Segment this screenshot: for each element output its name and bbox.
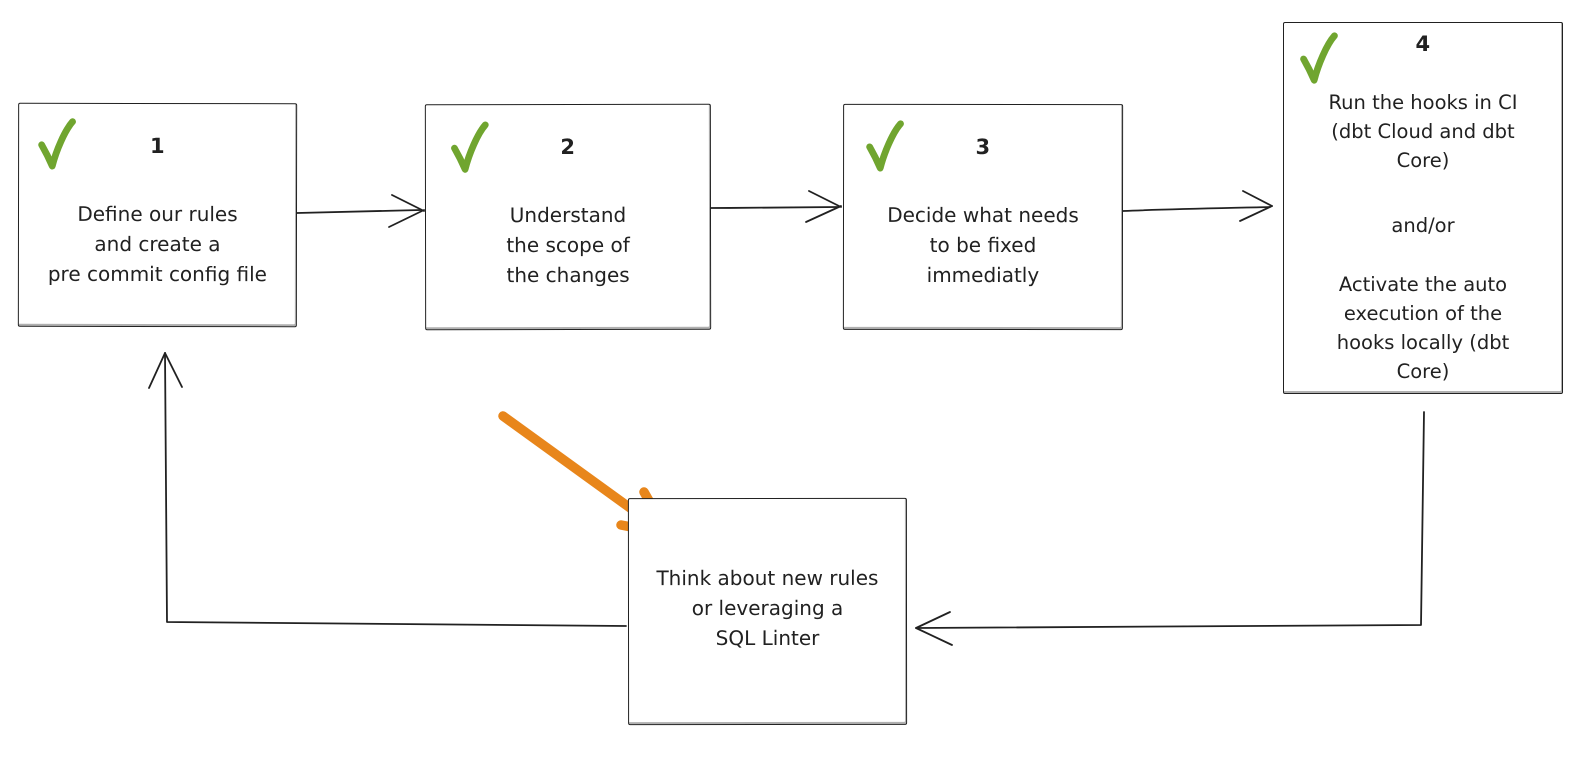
step-text-primary: Run the hooks in CI (dbt Cloud and dbt C… (1328, 91, 1518, 172)
step-number: 2 (560, 134, 576, 160)
arrow-step1-to-step2 (296, 194, 425, 228)
step-number: 3 (975, 134, 991, 160)
checkmark-icon (866, 120, 904, 172)
step-text-secondary: Activate the auto execution of the hooks… (1336, 273, 1510, 383)
step-text: Decide what needs to be fixed immediatly (887, 202, 1079, 288)
step-text: Understand the scope of the changes (506, 202, 630, 288)
step-text: Define our rules and create a pre commit… (47, 201, 267, 287)
checkmark-icon (1300, 32, 1338, 84)
step-1-box: 1 Define our rules and create a pre comm… (17, 102, 298, 328)
loop-box: Think about new rules or leveraging a SQ… (627, 497, 908, 726)
step-4-box: 4 Run the hooks in CI (dbt Cloud and dbt… (1283, 22, 1563, 394)
step-number: 4 (1415, 32, 1431, 56)
arrow-step4-to-loop (915, 411, 1425, 646)
step-2-box: 2 Understand the scope of the changes (424, 103, 712, 331)
step-number: 1 (150, 133, 166, 159)
checkmark-icon (38, 118, 76, 170)
checkmark-icon (451, 121, 489, 173)
arrow-step3-to-step4 (1122, 190, 1273, 222)
arrow-step2-to-step3 (710, 190, 842, 223)
step-text-connector: and/or (1391, 214, 1455, 237)
loop-text: Think about new rules or leveraging a SQ… (656, 565, 879, 651)
arrow-loop-to-step1 (148, 352, 627, 627)
step-3-box: 3 Decide what needs to be fixed immediat… (842, 103, 1124, 331)
